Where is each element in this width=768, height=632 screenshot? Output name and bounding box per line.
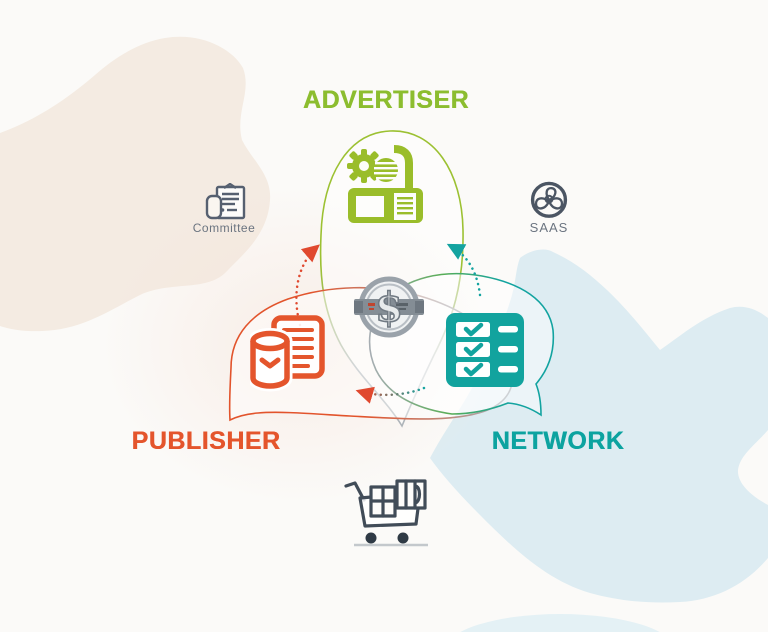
blue-blob-bottom: [460, 614, 660, 632]
clipboard-report-icon: [203, 183, 249, 221]
shopping-cart-icon: [340, 470, 432, 550]
connector-network-to-advertiser: [446, 243, 482, 297]
publisher-label: PUBLISHER: [131, 427, 281, 455]
chimney-pipe: [393, 145, 413, 189]
connector-network-to-publisher: [355, 386, 426, 404]
striped-globe-icon: [374, 158, 398, 182]
dollar-symbol: $: [375, 284, 403, 331]
documents-database-icon: [250, 314, 330, 394]
connector-publisher-to-advertiser: [295, 244, 320, 327]
dollar-coin-ribbon-icon: $: [352, 274, 426, 342]
network-label: NETWORK: [491, 427, 625, 455]
saas-label: SAAS: [529, 220, 569, 235]
database-icon: [250, 328, 293, 392]
advertiser-label: ADVERTISER: [302, 86, 470, 114]
checklist-icon: [444, 311, 526, 389]
leaf-circle-emblem-icon: [527, 180, 571, 221]
factory-gear-icon: [344, 143, 428, 229]
committee-label: Committee: [192, 221, 256, 235]
